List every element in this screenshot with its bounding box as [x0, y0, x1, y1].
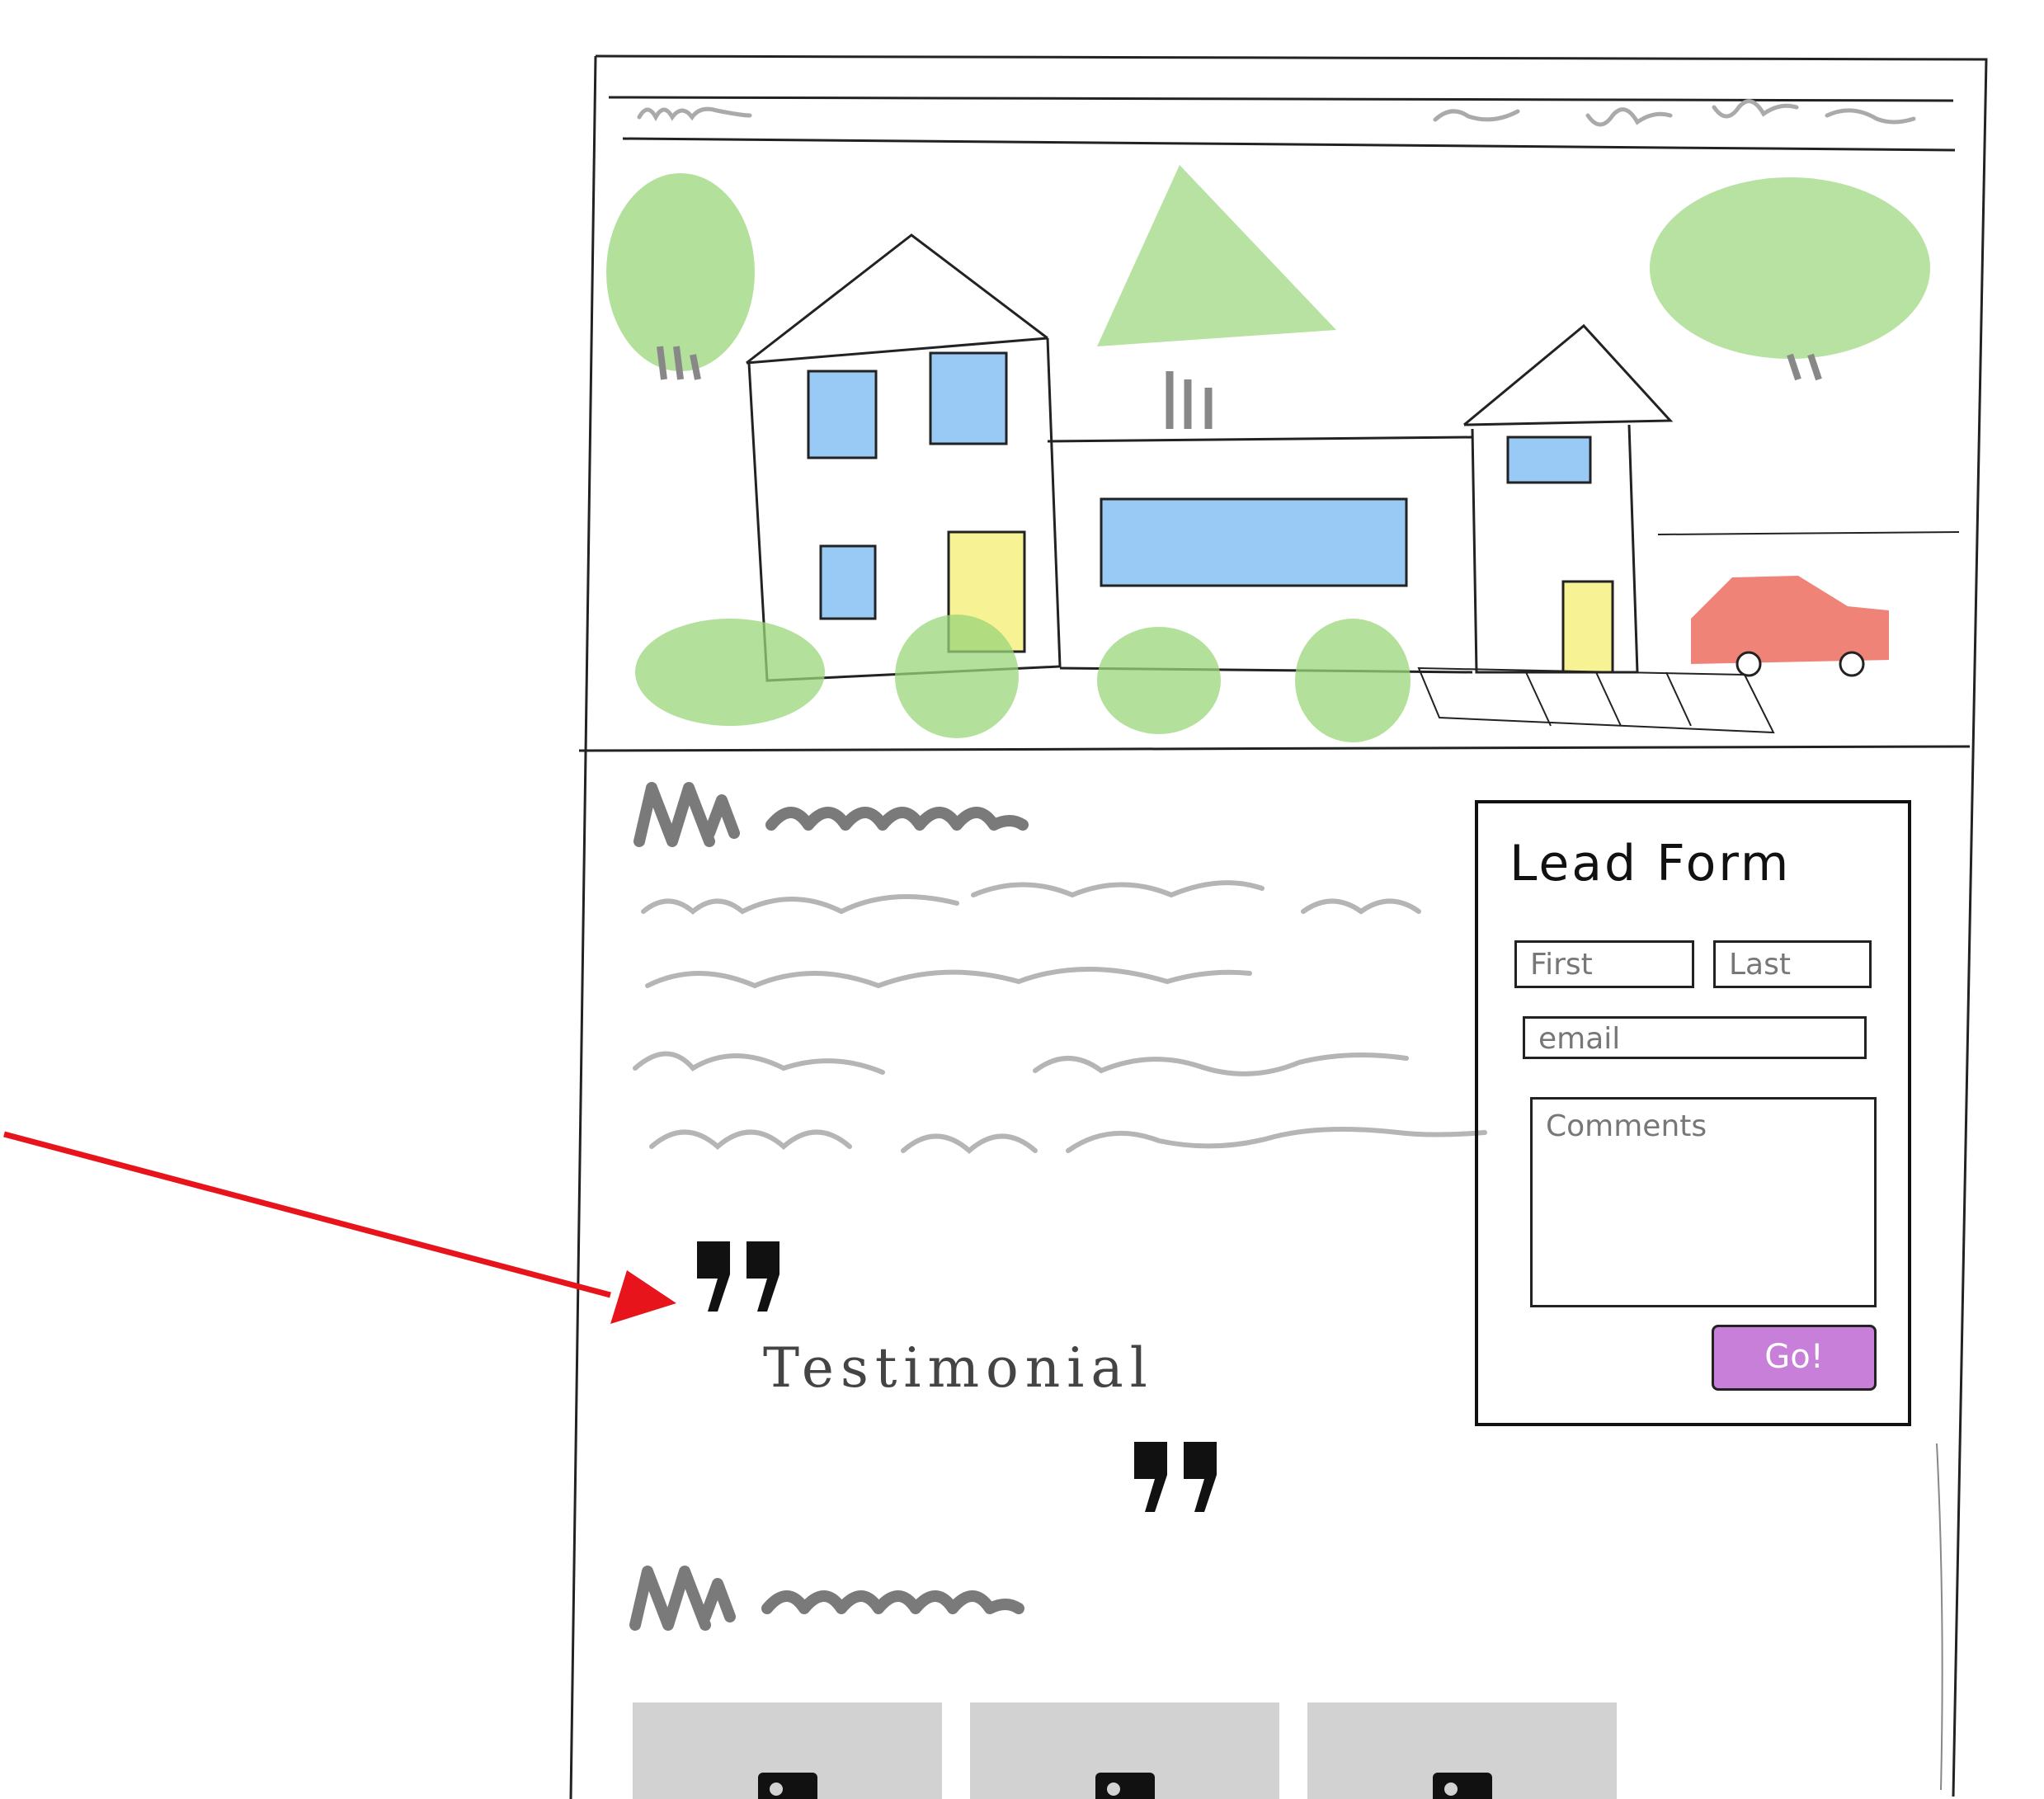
image-icon [1432, 1773, 1492, 1799]
house-right [1463, 323, 1674, 674]
nav-bar [637, 99, 1916, 127]
comments-field[interactable]: Comments [1530, 1097, 1877, 1307]
quote-mark-close [1134, 1442, 1217, 1512]
hero-bottom-line [578, 745, 1971, 752]
section-heading-1 [633, 782, 1029, 847]
logo-placeholder [637, 106, 752, 122]
body-text-placeholder [633, 880, 1487, 1154]
lead-form-box [1475, 800, 1911, 1426]
annotation-arrow [3, 1131, 676, 1324]
tree-left [606, 173, 755, 380]
first-name-placeholder: First [1530, 948, 1593, 982]
comments-placeholder: Comments [1546, 1109, 1707, 1143]
bushes [635, 615, 1411, 742]
house-main [746, 233, 1062, 682]
email-placeholder: email [1538, 1022, 1621, 1056]
submit-button[interactable]: Go! [1712, 1325, 1877, 1391]
tree-right [1650, 177, 1930, 381]
nav-link-3[interactable] [1712, 99, 1799, 119]
tree-center [1097, 165, 1336, 429]
image-icon [757, 1773, 817, 1799]
hero-illustration [578, 165, 1971, 752]
image-icon [1095, 1773, 1155, 1799]
last-name-field[interactable]: Last [1713, 940, 1872, 988]
nav-link-4[interactable] [1825, 108, 1916, 125]
nav-link-2[interactable] [1585, 107, 1673, 127]
first-name-field[interactable]: First [1514, 940, 1694, 988]
lead-form-title: Lead Form [1509, 835, 1792, 892]
gallery-image-1[interactable] [633, 1702, 942, 1799]
nav-link-1[interactable] [1433, 109, 1520, 122]
testimonial-text: Testimonial [763, 1336, 1154, 1400]
gallery-image-2[interactable] [970, 1702, 1279, 1799]
house-connector [1047, 436, 1473, 674]
email-field[interactable]: email [1523, 1016, 1867, 1059]
last-name-placeholder: Last [1729, 948, 1791, 982]
driveway [1417, 531, 1960, 734]
page-frame [569, 54, 1988, 1799]
quote-mark-open [697, 1241, 779, 1312]
scrollbar-sketch[interactable] [1936, 1443, 1943, 1791]
section-heading-2 [629, 1566, 1024, 1631]
car [1691, 576, 1889, 677]
gallery-image-3[interactable] [1307, 1702, 1617, 1799]
